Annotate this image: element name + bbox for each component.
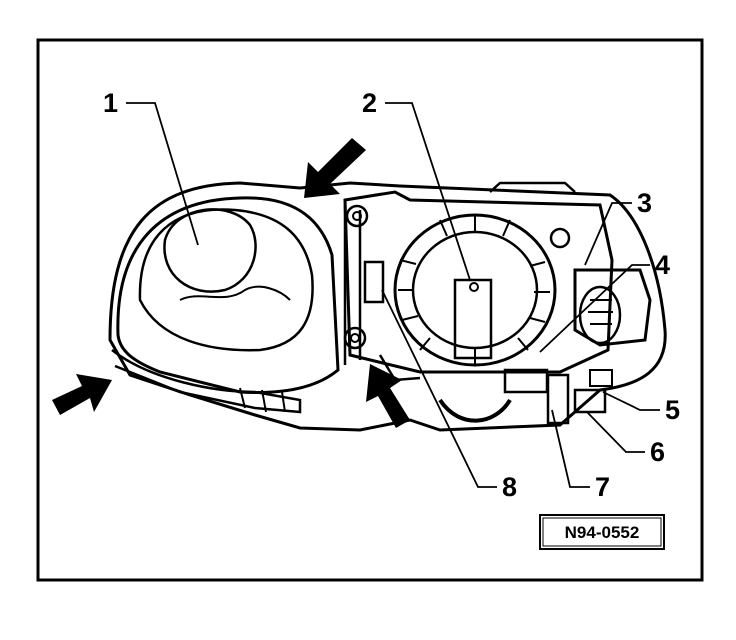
reflector-module [343,181,614,374]
arrow-left [52,374,112,415]
leader-2 [385,102,471,281]
leader-8 [381,289,497,488]
leader-4 [539,264,650,353]
leader-5 [602,391,660,411]
figure-id-text: N94-0552 [565,523,640,542]
arrow-middle [366,364,410,428]
callout-5: 5 [665,395,680,425]
callout-8: 8 [502,472,517,502]
leader-6 [586,411,645,453]
callout-6: 6 [650,437,665,467]
arrow-top [304,138,366,198]
figure-id-box: N94-0552 [539,514,665,550]
callout-7: 7 [595,472,610,502]
leader-lines [126,102,660,488]
indicator-arrows [52,138,410,428]
callout-4: 4 [655,250,670,280]
leader-1 [126,102,199,246]
callout-2: 2 [362,88,377,118]
figure-frame [36,38,704,582]
callout-labels: 1 2 3 4 5 6 7 8 [103,88,680,502]
callout-3: 3 [637,188,652,218]
leader-3 [584,202,632,266]
callout-1: 1 [103,88,118,118]
leader-7 [551,409,590,488]
